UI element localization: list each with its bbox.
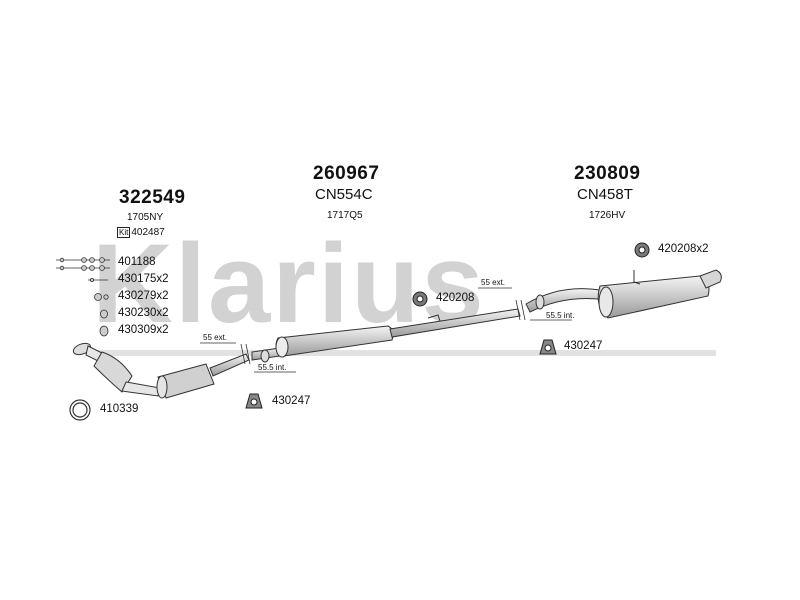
front-part-code: 1705NY: [127, 212, 164, 223]
fitting-410339[interactable]: 410339: [100, 403, 139, 415]
front-kit-number: 402487: [131, 227, 165, 238]
fitting-430247-front[interactable]: 430247: [272, 395, 311, 407]
hanger-icon-430247-rear: [539, 339, 557, 355]
washer-icon-430230: [100, 309, 108, 319]
watermark-bar: [88, 350, 716, 356]
brand-watermark: Klarius: [92, 221, 486, 346]
bolt-icon-430175: [88, 277, 108, 282]
rubber-icon-420208x2: [634, 242, 650, 258]
joint-1-int: 55.5 int.: [258, 363, 287, 372]
ring-icon-410339: [69, 399, 91, 421]
nut-icon-430309: [99, 325, 109, 337]
hanger-icon-430247-front: [245, 393, 263, 409]
fitting-420208x2[interactable]: 420208x2: [658, 243, 709, 255]
fitting-430230[interactable]: 430230x2: [118, 307, 169, 319]
rubber-icon-420208: [412, 291, 428, 307]
joint-1: [200, 342, 296, 373]
rear-part-code: 1726HV: [589, 210, 626, 221]
rear-part-sub: CN458T: [577, 186, 633, 203]
nut-icon-430279: [94, 293, 109, 301]
fitting-401188[interactable]: 401188: [118, 256, 156, 268]
joint-2-ext: 55 ext.: [481, 278, 506, 287]
bolt-icon-401188: [56, 257, 110, 271]
front-part-number[interactable]: 322549: [119, 187, 186, 208]
fitting-420208[interactable]: 420208: [436, 292, 475, 304]
fitting-430247-rear[interactable]: 430247: [564, 340, 603, 352]
joint-2-int: 55.5 int.: [546, 311, 575, 320]
fitting-430309[interactable]: 430309x2: [118, 324, 169, 336]
catalyst-pipe[interactable]: [72, 341, 250, 399]
joint-1-ext: 55 ext.: [203, 333, 228, 342]
centre-part-sub: CN554C: [315, 186, 373, 203]
fitting-430175[interactable]: 430175x2: [118, 273, 169, 285]
fitting-430279[interactable]: 430279x2: [118, 290, 169, 302]
centre-part-code: 1717Q5: [327, 210, 363, 221]
centre-pipe[interactable]: [251, 308, 521, 363]
centre-part-number[interactable]: 260967: [313, 163, 380, 184]
kit-tag: Kit: [117, 227, 131, 238]
joint-2: [478, 287, 572, 321]
rear-part-number[interactable]: 230809: [574, 163, 641, 184]
rear-pipe[interactable]: [525, 269, 722, 319]
